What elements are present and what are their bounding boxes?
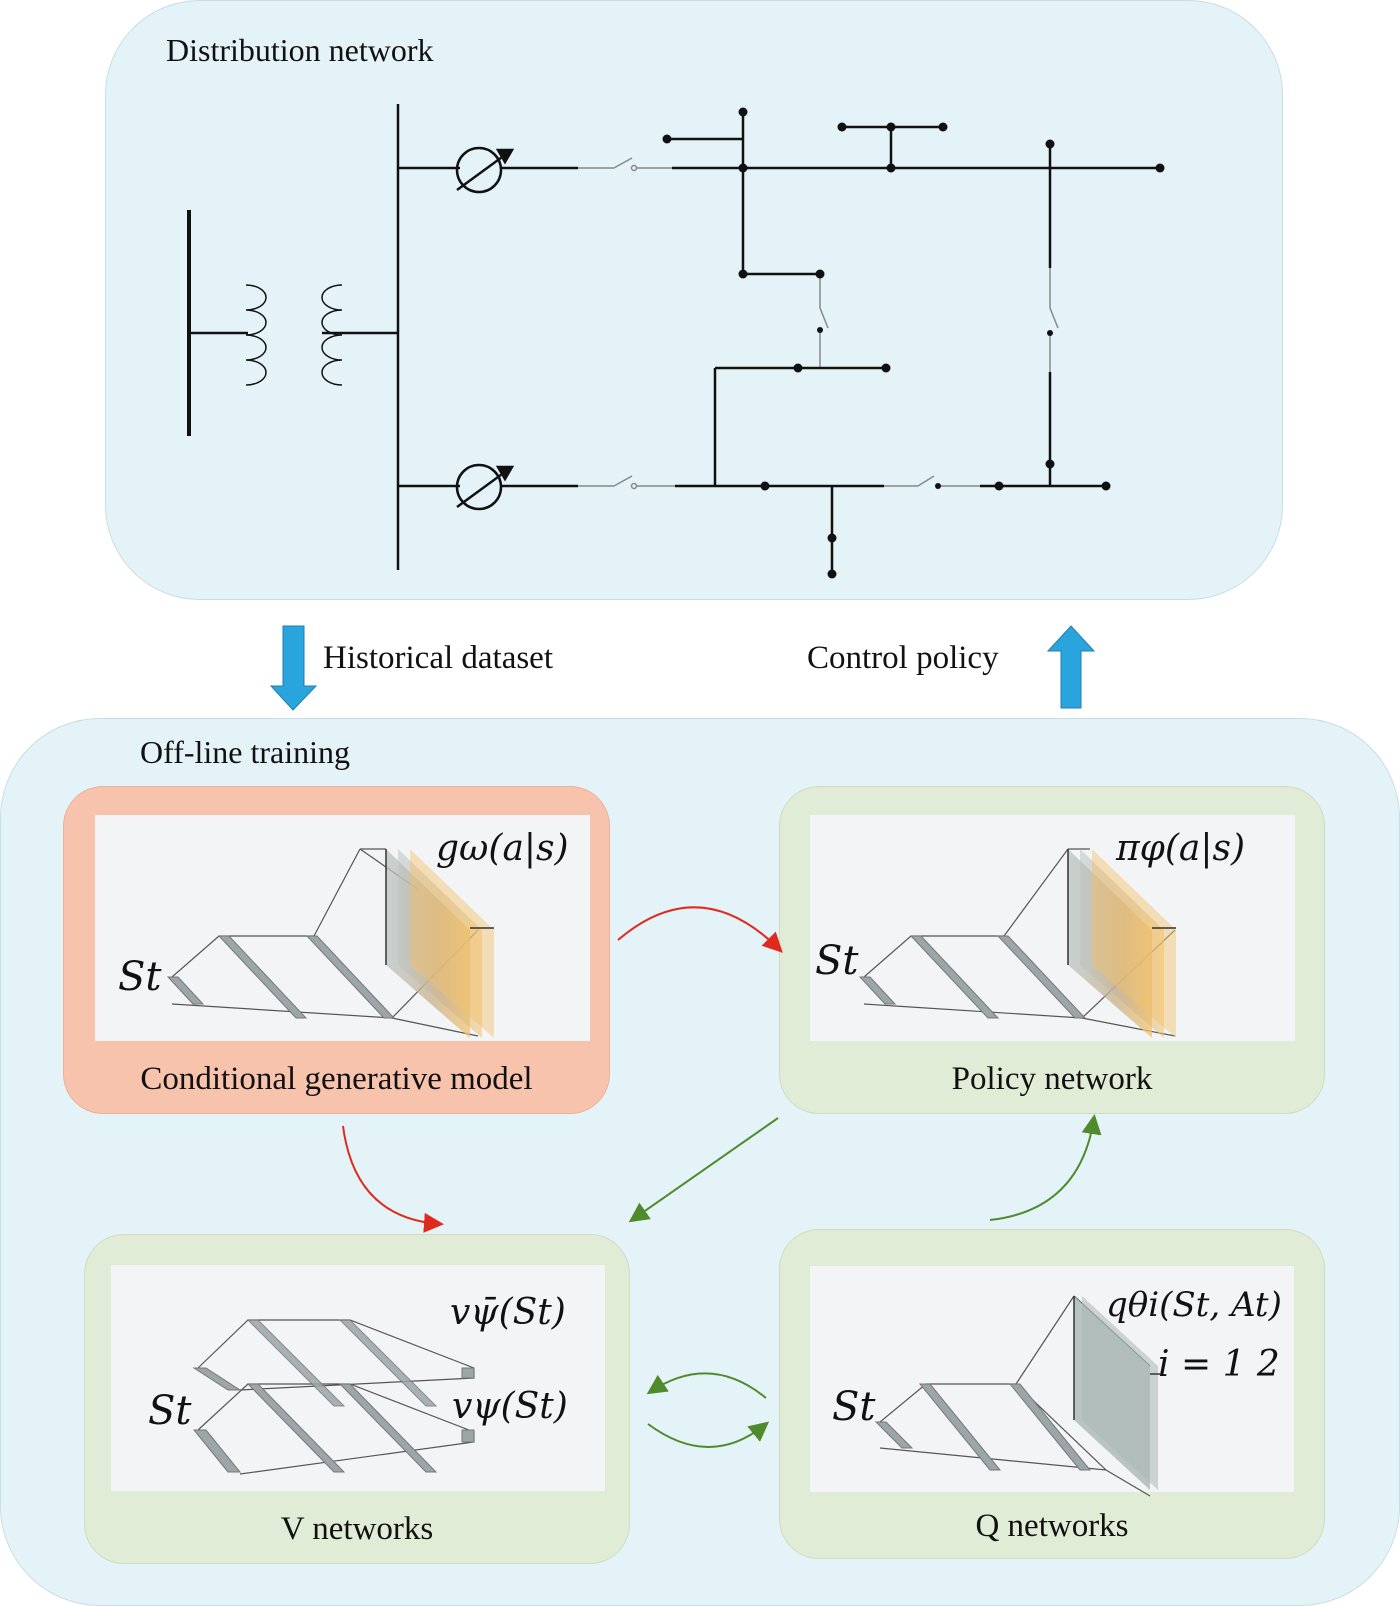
cgm-network-icon — [166, 848, 494, 1038]
up-arrow-icon — [1046, 625, 1096, 709]
switch-tie-right-icon — [1049, 268, 1059, 372]
q-networks-card[interactable]: Q networks — [779, 1229, 1325, 1559]
conditional-generative-model-card[interactable]: Conditional generative model — [63, 786, 610, 1114]
switch-top-feeder-icon — [578, 157, 672, 172]
q-networks-icon — [874, 1295, 1160, 1497]
q-index-label: i = 1 2 — [1158, 1344, 1280, 1385]
q-to-policy-arrow — [989, 1114, 1102, 1221]
q-input-label: St — [832, 1384, 876, 1430]
v-output-label: vψ(St) — [452, 1386, 568, 1427]
regulator-top-icon — [455, 146, 515, 194]
distribution-network-title: Distribution network — [166, 32, 434, 68]
cgm-label: Conditional generative model — [140, 1061, 533, 1097]
policy-network-label: Policy network — [951, 1061, 1153, 1097]
regulator-bottom-icon — [455, 463, 515, 511]
q-networks-figure — [810, 1266, 1294, 1492]
cgm-network-figure — [95, 815, 590, 1041]
down-arrow-icon — [269, 625, 318, 711]
v-input-label: St — [148, 1388, 192, 1434]
distribution-network-panel — [105, 0, 1283, 600]
offline-training-title: Off-line training — [140, 734, 351, 770]
cgm-output-label: gω(a|s) — [436, 828, 569, 869]
control-policy-label: Control policy — [807, 640, 999, 676]
switch-bottom-tie-icon — [884, 475, 980, 487]
policy-input-label: St — [815, 938, 859, 984]
policy-network-card[interactable]: Policy network — [779, 786, 1325, 1114]
v-to-q-arrow — [647, 1421, 770, 1448]
q-output-label: qθi(St, At) — [1106, 1285, 1282, 1325]
v-networks-figure — [111, 1265, 605, 1491]
q-networks-label: Q networks — [975, 1508, 1129, 1544]
policy-to-v-arrow — [628, 1117, 779, 1223]
cgm-input-label: St — [118, 954, 162, 1000]
bus-nodes — [662, 107, 1165, 579]
switch-tie-left-icon — [819, 274, 829, 368]
historical-dataset-label: Historical dataset — [323, 640, 554, 676]
switch-bottom-feeder-icon — [578, 475, 675, 490]
v-target-output-label: vψ̄(St) — [450, 1292, 566, 1333]
q-to-v-arrow — [646, 1372, 767, 1399]
transformer-icon — [245, 284, 343, 386]
v-networks-label: V networks — [280, 1511, 434, 1547]
v-networks-icon — [192, 1319, 475, 1475]
policy-network-icon — [858, 848, 1176, 1038]
policy-output-label: πφ(a|s) — [1115, 828, 1245, 869]
cgm-to-v-arrow — [342, 1125, 444, 1233]
cgm-to-policy-arrow — [617, 906, 783, 953]
